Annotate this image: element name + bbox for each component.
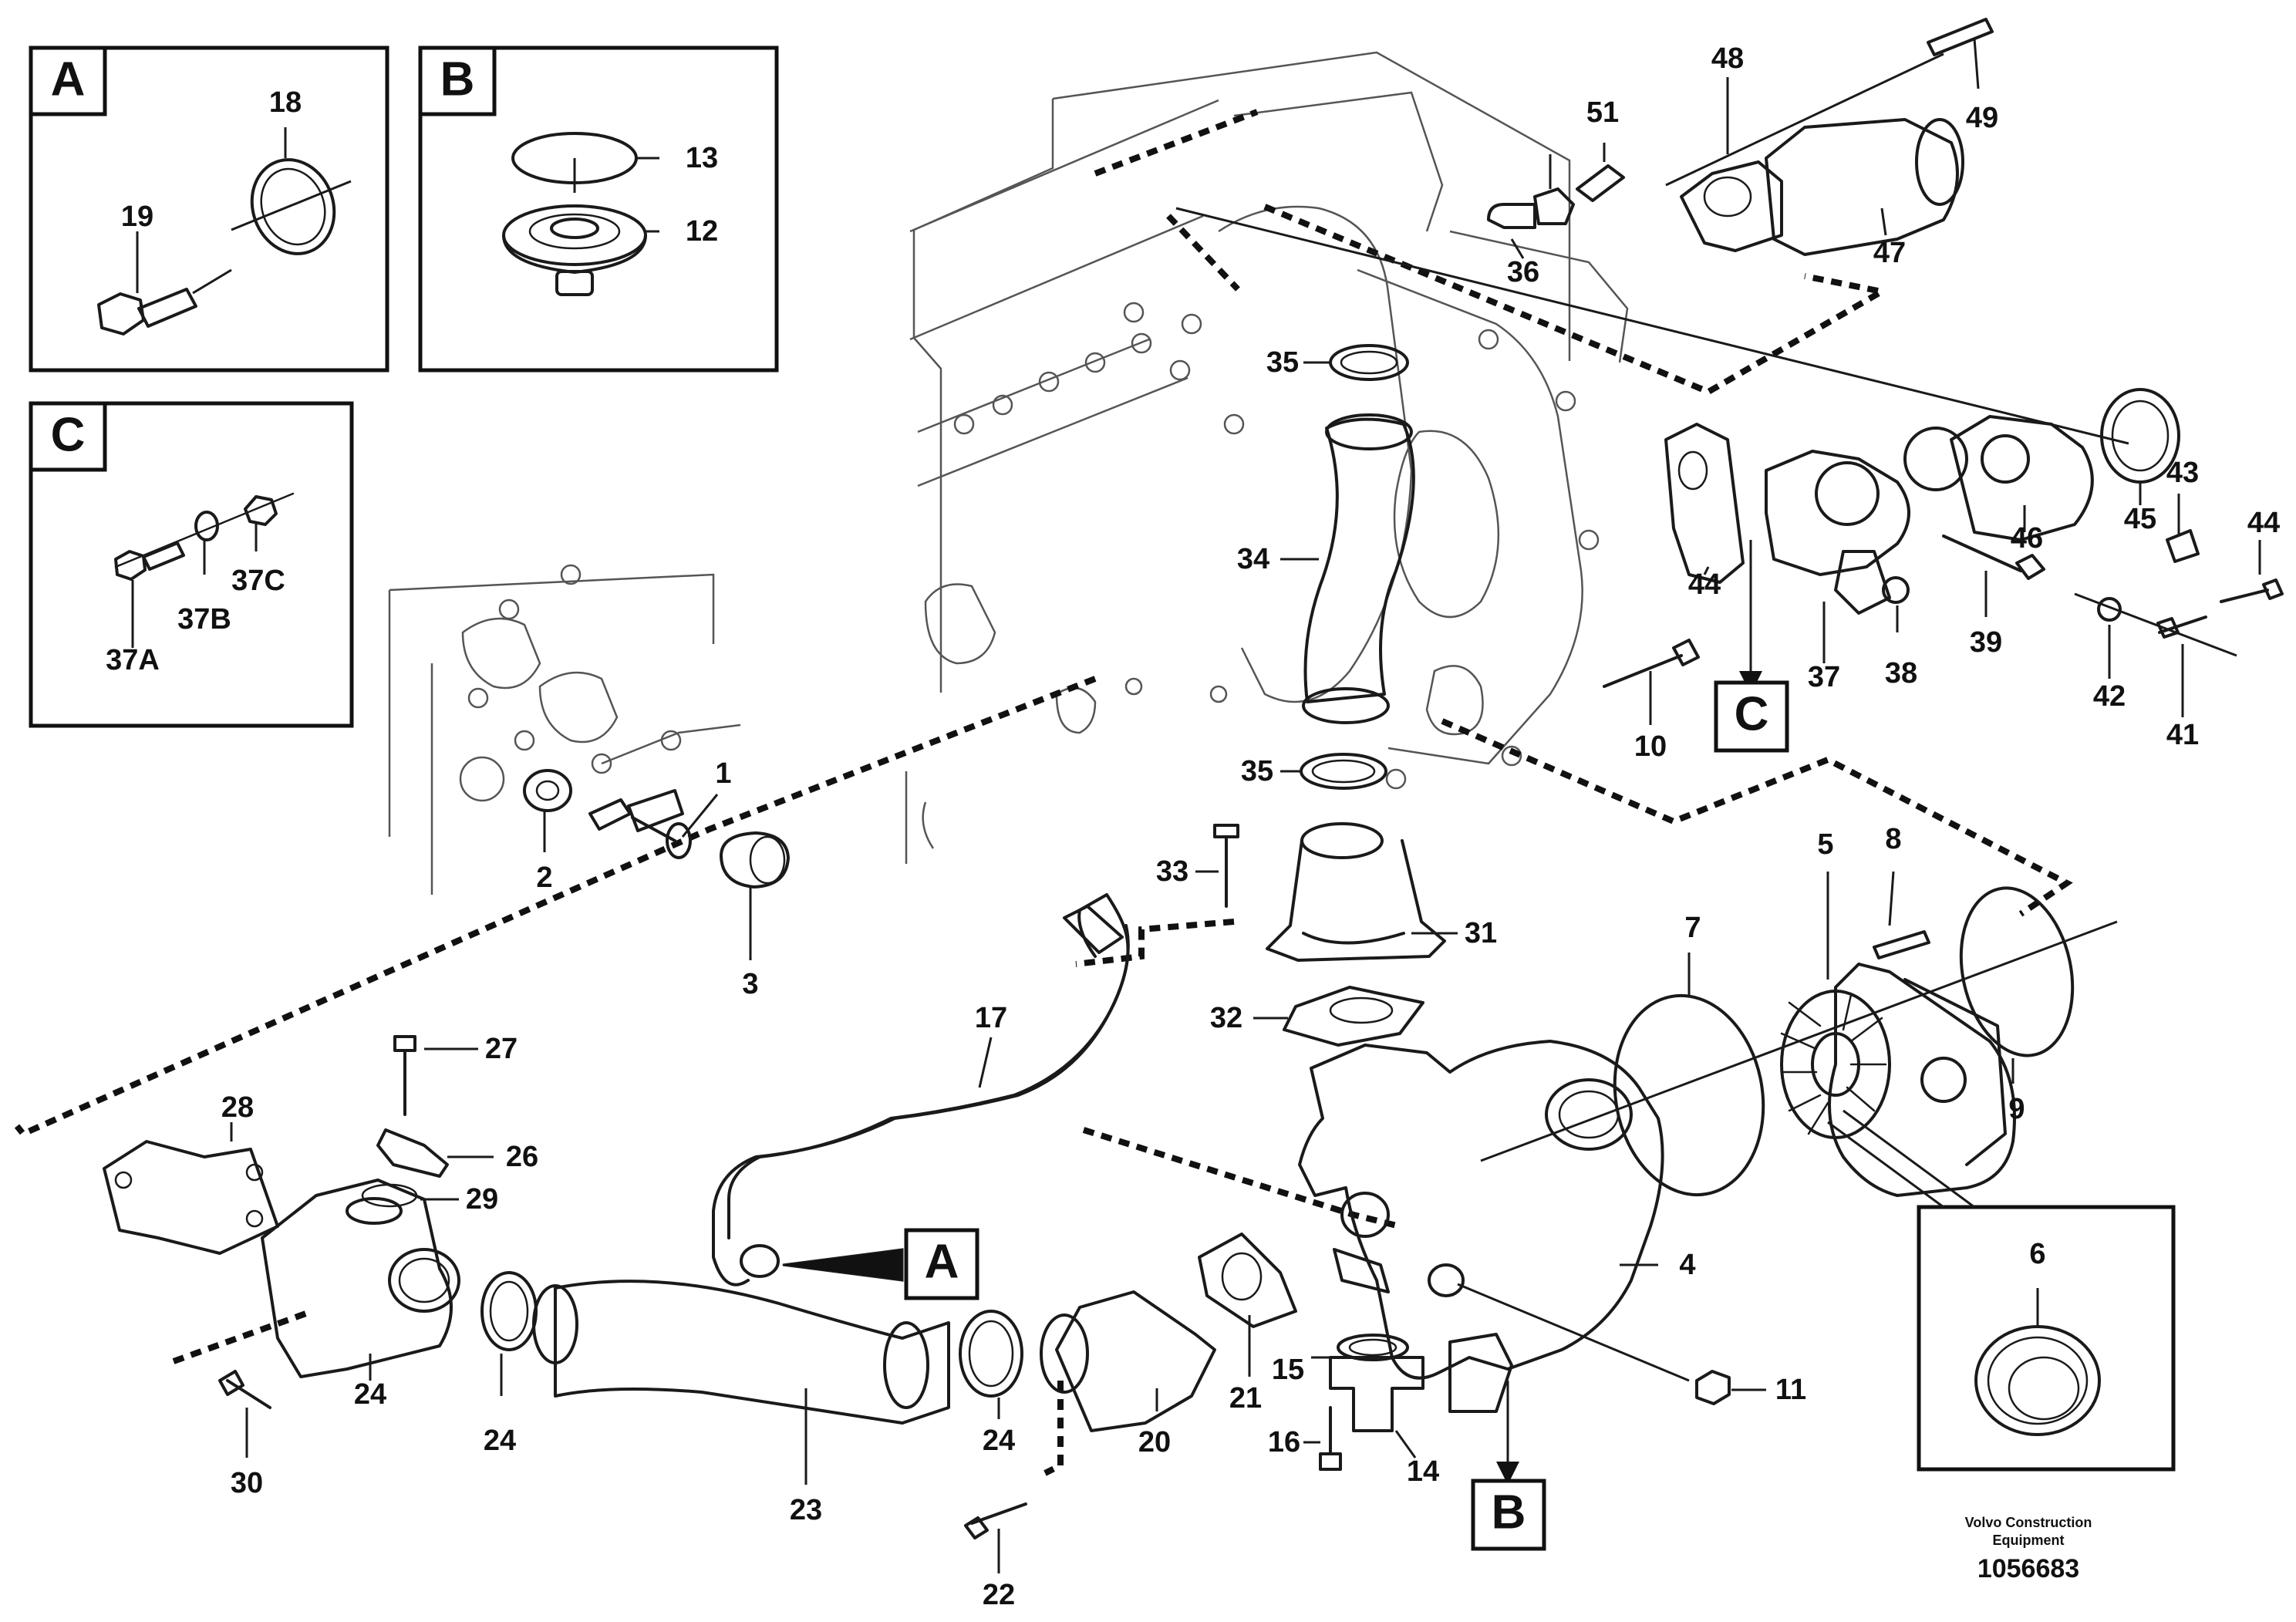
callout-22: 22 [983, 1579, 1015, 1611]
callout-13: 13 [686, 142, 718, 174]
callout-4: 4 [1679, 1249, 1695, 1281]
callout-18: 18 [269, 86, 302, 119]
assembly-dashed-lines [14, 109, 2073, 1476]
callout-50: 51 [1586, 96, 1619, 129]
inset-box-a: A 18 19 [29, 46, 389, 373]
callout-19: 19 [121, 201, 153, 233]
callout-1: 1 [715, 757, 731, 790]
callout-20: 20 [1138, 1426, 1171, 1458]
inset-a-letter: A [51, 52, 86, 106]
callout-35-bottom: 35 [1241, 755, 1273, 787]
callout-17: 17 [975, 1002, 1007, 1034]
callout-12: 12 [686, 215, 718, 248]
reference-tag-b: B [1471, 1381, 1546, 1551]
callout-43: 44 [1688, 568, 1721, 601]
part-23-hose: 24 23 24 20 21 22 [480, 1233, 1297, 1611]
callout-35-top: 35 [1266, 346, 1299, 379]
inset-b-letter: B [440, 52, 475, 106]
part-11-plug: 11 [1457, 1283, 1806, 1406]
drawing-footer: Volvo Construction Equipment 1056683 [1965, 1515, 2092, 1583]
part-1-sensor: 1 [588, 757, 732, 859]
callout-32: 32 [1210, 1002, 1242, 1034]
callout-49: 49 [1966, 102, 1998, 134]
callout-11: 11 [1775, 1374, 1806, 1406]
callout-2: 2 [536, 862, 552, 894]
part-36-50-51-fittings: 36 51 [1487, 96, 1625, 288]
tag-a-letter: A [925, 1235, 959, 1288]
callout-9: 9 [2008, 1093, 2025, 1125]
callout-24-right: 24 [983, 1425, 1015, 1457]
reference-tag-a: A [782, 1228, 979, 1300]
reference-tag-c: C [1714, 540, 1789, 753]
engine-block-outline [388, 51, 1629, 895]
callout-44: 39 [1970, 626, 2002, 659]
callout-3: 3 [742, 968, 758, 1000]
callout-39: 41 [2166, 719, 2199, 751]
callout-30: 30 [231, 1467, 263, 1499]
callout-15: 15 [1272, 1354, 1304, 1386]
callout-42: 44 [2247, 507, 2280, 539]
part-9-oring: 9 [1480, 886, 2118, 1162]
callout-14: 14 [1407, 1455, 1439, 1488]
callout-46: 45 [2124, 503, 2156, 535]
part-5-water-pump: 5 8 [1780, 823, 2016, 1197]
callout-5: 5 [1817, 828, 1833, 861]
callout-37b: 37B [177, 603, 231, 636]
part-31-elbow: 31 33 32 [1156, 822, 1497, 1047]
callout-24-left: 24 [484, 1425, 516, 1457]
callout-37: 37 [1808, 661, 1840, 693]
part-2-washer: 2 [523, 769, 572, 894]
part-4-pump-housing: 4 [1298, 1040, 1696, 1413]
callout-6: 6 [2029, 1238, 2045, 1270]
callout-21: 21 [1229, 1382, 1262, 1415]
tag-b-letter: B [1492, 1485, 1526, 1539]
callout-37a: 37A [106, 644, 160, 676]
drawing-number: 1056683 [1977, 1554, 2079, 1583]
part-25-housing: 28 24 26 27 29 30 [103, 1033, 538, 1499]
part-14-flange: 15 14 16 [1268, 1334, 1439, 1488]
part-6-detail-box: 6 [1827, 1109, 2176, 1472]
callout-41: 43 [2166, 457, 2199, 489]
callout-47: 47 [1873, 237, 1906, 269]
inset-box-b: B 13 12 [418, 46, 779, 373]
part-47-housing: 48 47 49 [1665, 18, 1998, 269]
callout-28: 27 [485, 1033, 518, 1065]
part-7-gasket: 7 [1613, 912, 1765, 1197]
callout-16: 16 [1268, 1426, 1300, 1458]
callout-25: 24 [354, 1378, 386, 1411]
callout-38: 38 [1885, 657, 1917, 690]
part-3-cap: 3 [720, 831, 790, 1000]
callout-40: 42 [2093, 680, 2126, 713]
callout-29: 28 [221, 1091, 254, 1124]
callout-36: 36 [1507, 256, 1539, 288]
callout-10: 10 [1634, 730, 1667, 763]
callout-45: 46 [2011, 522, 2043, 555]
inset-box-c: C 37A 37B 37C [29, 401, 354, 728]
callout-33: 33 [1156, 855, 1188, 888]
brand-line-1: Volvo Construction [1965, 1515, 2092, 1530]
part-10-bolt: 10 [1603, 639, 1700, 763]
callout-34: 34 [1237, 543, 1269, 575]
callout-37c: 37C [231, 565, 285, 597]
callout-27: 29 [466, 1183, 498, 1216]
callout-23: 23 [790, 1494, 822, 1526]
part-34-hose: 35 34 35 [1237, 344, 1415, 790]
callout-8: 8 [1885, 823, 1901, 855]
callout-26: 26 [506, 1141, 538, 1173]
part-37-bracket-assembly: 44 37 46 45 39 38 [1175, 207, 2180, 693]
callout-7: 7 [1684, 912, 1701, 944]
brand-line-2: Equipment [1993, 1533, 2065, 1548]
inset-c-letter: C [51, 408, 86, 461]
tag-c-letter: C [1735, 687, 1769, 740]
callout-31: 31 [1465, 917, 1497, 949]
callout-48: 48 [1711, 42, 1744, 75]
part-17-pipe: 17 [712, 893, 1130, 1286]
part-39-42-hardware: 43 44 42 41 [2074, 457, 2284, 751]
